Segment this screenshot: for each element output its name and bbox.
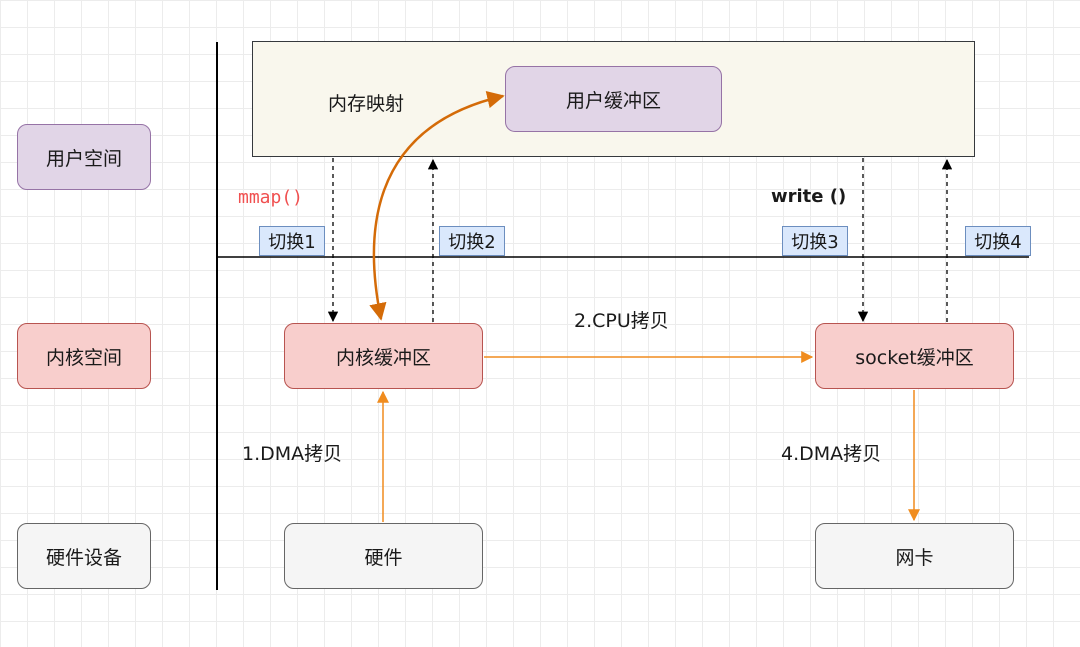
mmap-call-label: mmap() bbox=[238, 187, 304, 208]
memory-mapping-curve-arrow bbox=[369, 91, 505, 321]
user-space-label: 用户空间 bbox=[17, 124, 151, 190]
switch-tag-1: 切换1 bbox=[259, 226, 325, 256]
hardware-device-label: 硬件设备 bbox=[17, 523, 151, 589]
hardware-device: 硬件 bbox=[284, 523, 483, 589]
switch-tag-3: 切换3 bbox=[782, 226, 848, 256]
dma-copy-label-1: 1.DMA拷贝 bbox=[242, 443, 343, 465]
write-call-label: write () bbox=[771, 186, 847, 207]
kernel-space-label: 内核空间 bbox=[17, 323, 151, 389]
dma-copy-label-4: 4.DMA拷贝 bbox=[781, 443, 882, 465]
cpu-copy-label: 2.CPU拷贝 bbox=[574, 310, 669, 332]
user-buffer: 用户缓冲区 bbox=[505, 66, 722, 132]
kernel-buffer: 内核缓冲区 bbox=[284, 323, 483, 389]
network-card: 网卡 bbox=[815, 523, 1014, 589]
socket-buffer: socket缓冲区 bbox=[815, 323, 1014, 389]
switch-tag-4: 切换4 bbox=[965, 226, 1031, 256]
